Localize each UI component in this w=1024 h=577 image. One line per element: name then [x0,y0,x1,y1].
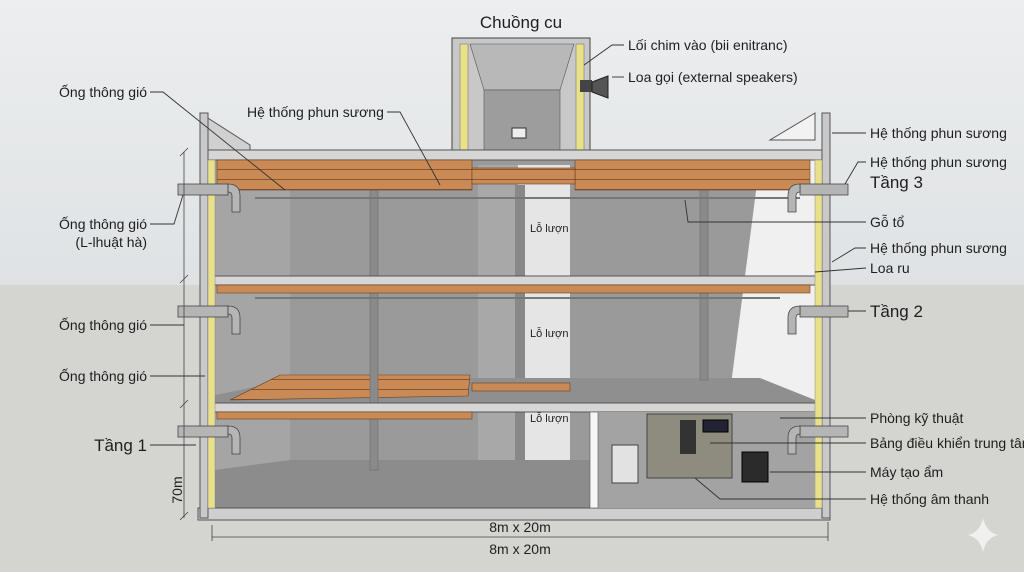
vent-sublabel: (L-lhuật hà) [75,234,147,250]
width-dimension [211,522,829,541]
humidifier-unit [611,444,639,484]
vent-label: Ống thông gió [59,83,147,100]
vent-label: Ống thông gió [59,215,147,232]
title-label: Chuồng cu [480,13,562,32]
sound-system-rack [741,451,769,483]
building-section [197,112,831,521]
bird-entrance-opening [511,127,527,139]
roof-slab [204,149,826,161]
vent-pipes [177,183,849,455]
lull-speaker-label: Loa ru [870,260,910,276]
mist-system-label: Hệ thống phun sương [247,104,384,120]
tech-room-label: Phòng kỹ thuật [870,410,964,426]
sparkle-icon [968,518,998,552]
nest-wood [216,159,473,191]
slab-floor-2 [204,402,826,413]
flyway-label: Lỗ lượn [530,327,568,340]
mist-system-label: Hệ thống phun sương [870,154,1007,170]
sound-system-label: Hệ thống âm thanh [870,491,989,507]
slab-floor-3 [204,275,826,286]
width-dim-label-2: 8m x 20m [489,541,550,557]
floor-1-label: Tầng 1 [94,436,147,455]
humidifier-label: Máy tạo ẩm [870,464,943,480]
height-dim-label: 70m [169,476,185,503]
flyway-label: Lỗ lượn [530,222,568,235]
width-dim-label: 8m x 20m [489,519,550,535]
call-speaker-icon [580,75,609,99]
bird-entrance-label: Lối chim vào (bii enitranc) [628,37,788,53]
floor-3-label: Tầng 3 [870,173,923,192]
height-dimension [179,147,189,521]
floor-2-label: Tầng 2 [870,302,923,321]
control-panel-label: Bảng điều khiển trung tâm [870,435,1024,451]
mist-system-label: Hệ thống phun sương [870,240,1007,256]
vent-label: Ống thông gió [59,316,147,333]
call-speaker-label: Loa gọi (external speakers) [628,69,798,85]
mist-system-label: Hệ thống phun sương [870,125,1007,141]
nest-wood-label: Gỗ tổ [870,214,904,230]
nest-wood [574,159,811,191]
flyway-label: Lỗ lượn [530,412,568,425]
vent-label: Ống thông gió [59,367,147,384]
leader-lines [150,44,867,500]
